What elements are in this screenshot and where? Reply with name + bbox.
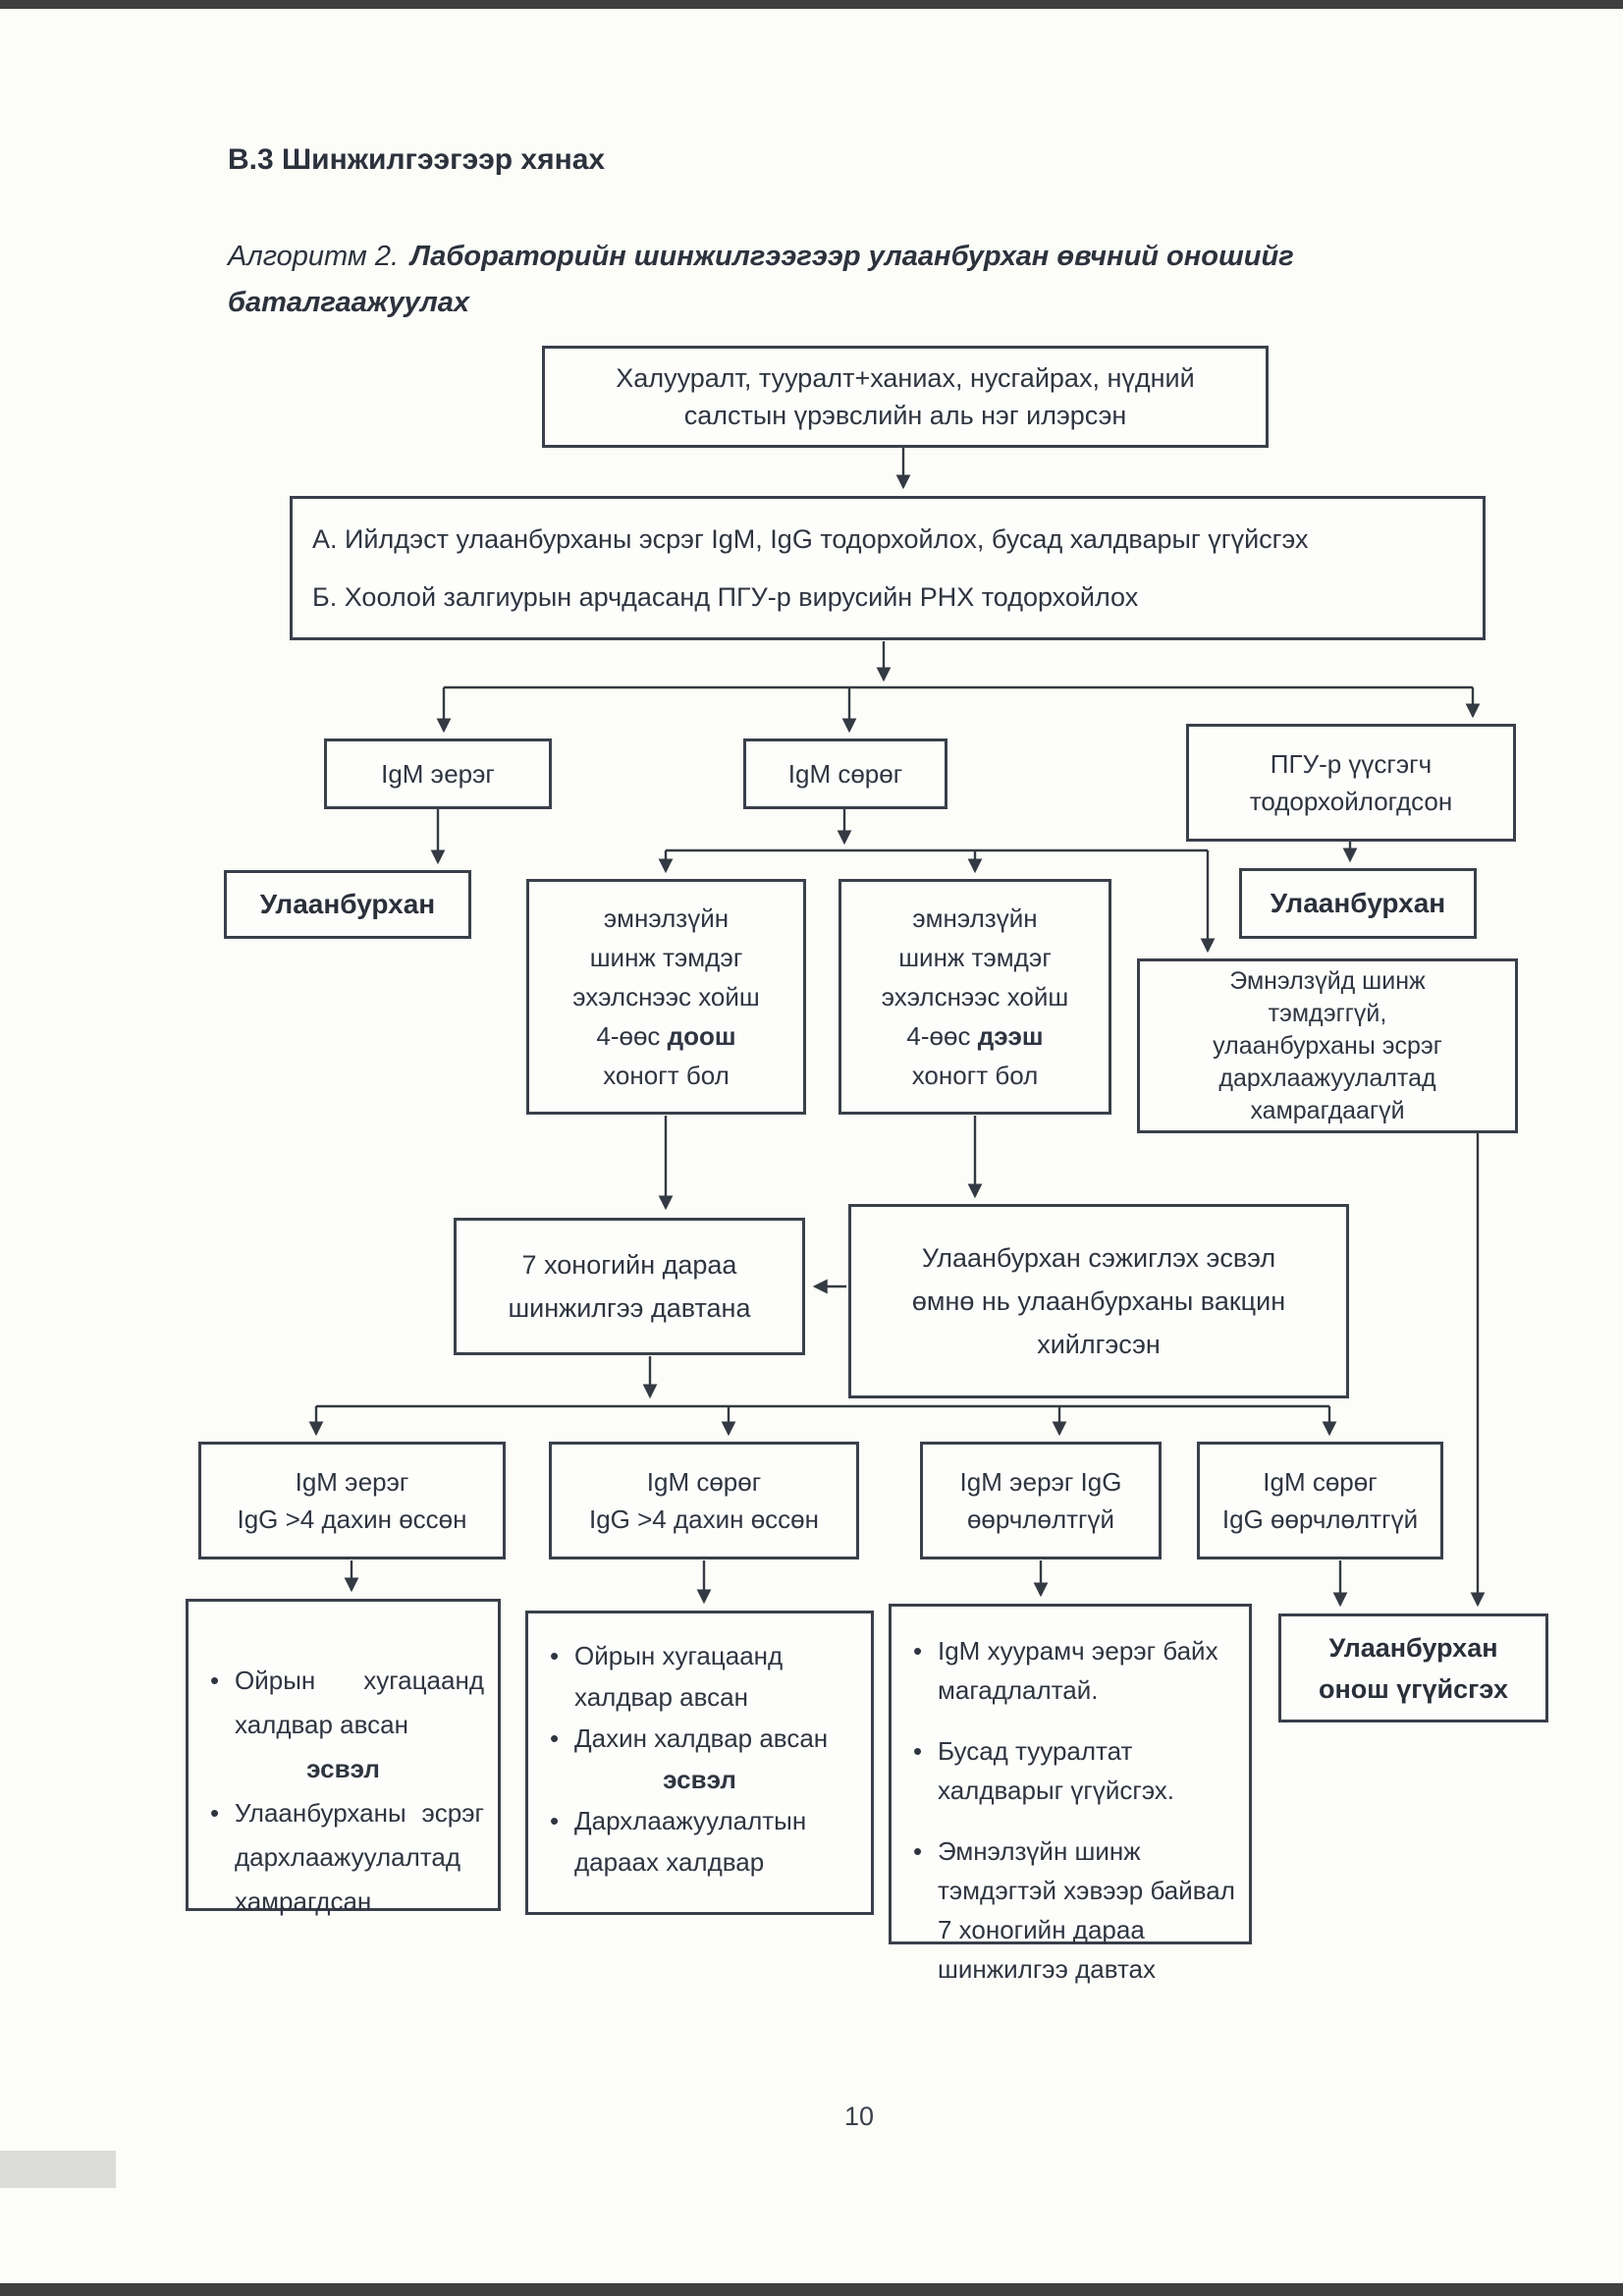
flow-box-no-symptoms-unvaccinated: Эмнэлзүйд шинж тэмдэггүй, улаанбурханы э… xyxy=(1137,958,1518,1133)
flow-box-symptoms: Халууралт, тууралт+ханиах, нусгайрах, нү… xyxy=(542,346,1269,448)
scan-artifact-gray-patch xyxy=(0,2151,116,2188)
flow-box-igm-positive: IgM эерэг xyxy=(324,738,552,809)
scan-artifact-bottom-bar xyxy=(0,2283,1623,2296)
flow-box-clinical-under-4-days: эмнэлзүйн шинж тэмдэг эхэлснээс хойш 4-ө… xyxy=(526,879,806,1115)
flow-box-result-igm-pos-igg-rise: IgM эерэг IgG >4 дахин өссөн xyxy=(198,1442,506,1559)
algorithm-caption: Алгоритм 2.Лабораторийн шинжилгээгээр ул… xyxy=(228,234,1337,326)
bullet-marker: • xyxy=(913,1636,923,1666)
page-number: 10 xyxy=(843,2102,875,2131)
flow-box-result-igm-neg-igg-rise: IgM сөрөг IgG >4 дахин өссөн xyxy=(549,1442,859,1559)
flow-box-repeat-test-7-days: 7 хоногийн дараа шинжилгээ давтана xyxy=(454,1218,805,1355)
flow-box-outcome-rule-out-measles: Улаанбурхан онош үгүйсгэх xyxy=(1278,1613,1548,1722)
or-label: эсвэл xyxy=(663,1765,736,1794)
bullet-marker: • xyxy=(550,1723,560,1753)
bullet-marker: • xyxy=(913,1736,923,1766)
flow-box-pcr-detected: ПГУ-р үүсгэгч тодорхойлогдсон xyxy=(1186,724,1516,842)
bullet-marker: • xyxy=(210,1798,220,1828)
flow-box-igm-negative: IgM сөрөг xyxy=(743,738,947,809)
flow-box-lab-tests: А. Ийлдэст улаанбурханы эсрэг IgM, IgG т… xyxy=(290,496,1486,640)
bullet-marker: • xyxy=(913,1836,923,1866)
bullet-marker: • xyxy=(550,1641,560,1670)
flow-box-result-igm-neg-igg-same: IgM сөрөг IgG өөрчлөлтгүй xyxy=(1197,1442,1443,1559)
flow-box-result-igm-pos-igg-same: IgM эерэг IgG өөрчлөлтгүй xyxy=(920,1442,1162,1559)
section-title: В.3 Шинжилгээгээр хянах xyxy=(228,143,606,176)
flow-box-outcome-recent-or-vaccinated: • Ойрын хугацаанд халдвар авсан эсвэл • … xyxy=(186,1599,501,1916)
algorithm-title: Лабораторийн шинжилгээгээр улаанбурхан ө… xyxy=(228,241,1294,318)
bullet-marker: • xyxy=(210,1666,220,1695)
flow-box-measles-confirmed-right: Улаанбурхан xyxy=(1239,868,1477,939)
flow-box-clinical-over-4-days: эмнэлзүйн шинж тэмдэг эхэлснээс хойш 4-ө… xyxy=(839,879,1111,1115)
flow-box-suspect-or-vaccinated: Улаанбурхан сэжиглэх эсвэл өмнө нь улаан… xyxy=(848,1204,1349,1398)
flow-box-outcome-reinfection: • Ойрын хугацаанд халдвар авсан • Дахин … xyxy=(525,1611,874,1915)
algorithm-label: Алгоритм 2. xyxy=(228,241,400,272)
scan-artifact-top-bar xyxy=(0,0,1623,9)
or-label: эсвэл xyxy=(306,1754,380,1783)
flow-box-outcome-false-positive: • IgM хуурамч эерэг байх магадлалтай. • … xyxy=(889,1604,1252,1984)
flow-box-measles-confirmed-left: Улаанбурхан xyxy=(224,870,471,939)
bullet-marker: • xyxy=(550,1806,560,1835)
